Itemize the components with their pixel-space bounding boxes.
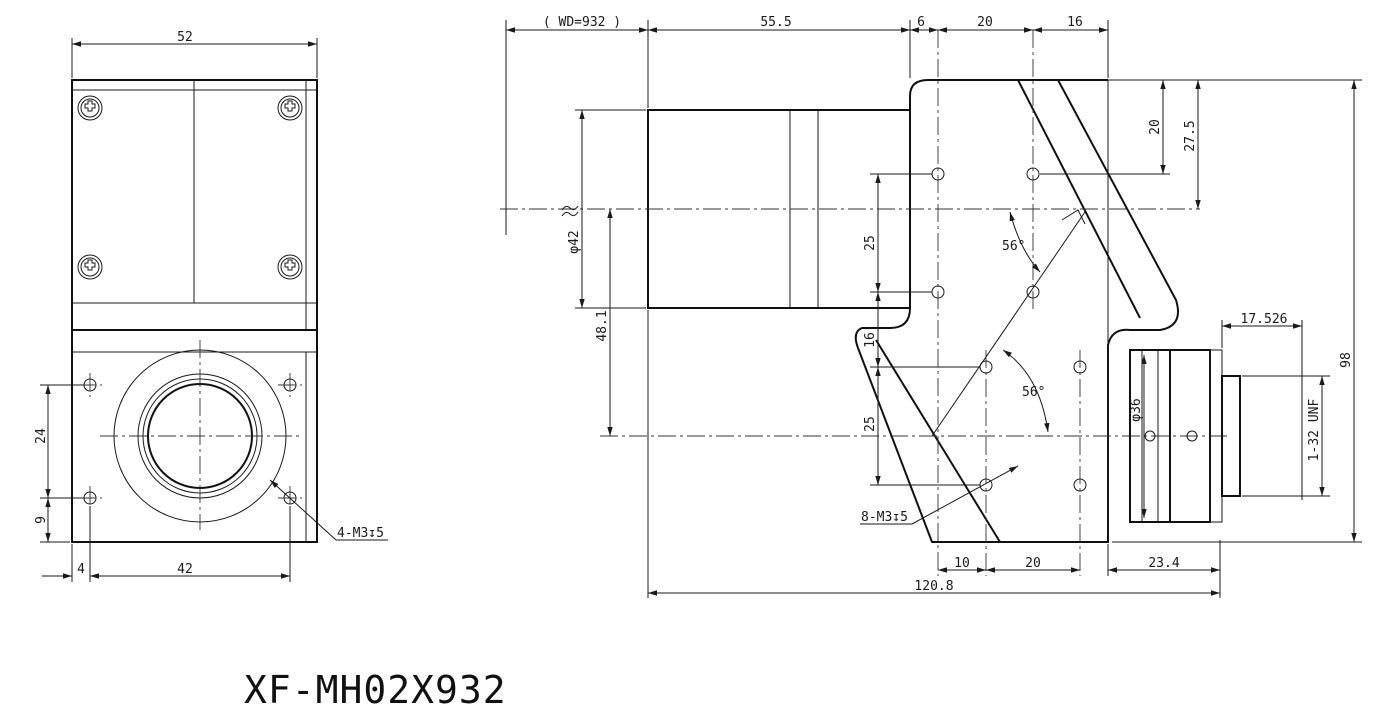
dim-v25-bot: 25 — [863, 416, 878, 432]
dim-bottom-20: 20 — [1025, 556, 1041, 571]
model-title: XF-MH02X932 — [244, 668, 507, 712]
screw-icon — [277, 95, 303, 121]
dim-lens-length: 55.5 — [760, 15, 791, 30]
dim-wd: ( WD=932 ) — [543, 15, 621, 30]
dim-height-98: 98 — [1339, 352, 1354, 368]
break-icon — [561, 205, 579, 217]
side-view: ( WD=932 ) 55.5 6 20 16 φ42 48.1 25 16 2… — [500, 15, 1362, 598]
dim-angle-bot: 56° — [1022, 385, 1045, 400]
front-view: 52 24 9 4 42 4-M3↧5 — [34, 30, 388, 582]
dim-offset: 48.1 — [595, 310, 610, 341]
dim-spacing-b: 16 — [1067, 15, 1083, 30]
mirror-housing — [854, 79, 1179, 543]
dim-angle-top: 56° — [1002, 239, 1025, 254]
dim-top-20: 20 — [1148, 119, 1163, 135]
dim-v25-top: 25 — [863, 235, 878, 251]
dim-camera-dia: φ36 — [1129, 398, 1144, 421]
dim-gap: 6 — [917, 15, 925, 30]
dim-hole-spacing: 42 — [177, 562, 193, 577]
dim-mount-thread: 1-32 UNF — [1307, 399, 1322, 462]
mount-hole-icon — [931, 167, 1087, 492]
side-thread-note: 8-M3↧5 — [861, 510, 908, 525]
screw-icon — [77, 95, 103, 121]
dim-v16: 16 — [863, 332, 878, 348]
dim-left-offset: 4 — [77, 562, 85, 577]
dim-mount-17-526: 17.526 — [1241, 312, 1288, 327]
dim-total-length: 120.8 — [914, 579, 953, 594]
screw-icon — [77, 254, 103, 280]
dim-bottom-23-4: 23.4 — [1148, 556, 1179, 571]
front-thread-note: 4-M3↧5 — [337, 526, 384, 541]
dim-spacing-a: 20 — [977, 15, 993, 30]
dim-lens-dia: φ42 — [567, 230, 582, 253]
dim-height-a: 24 — [34, 428, 49, 444]
dim-height-b: 9 — [34, 516, 49, 524]
screw-icon — [277, 254, 303, 280]
dim-width: 52 — [177, 30, 193, 45]
dim-bottom-10: 10 — [954, 556, 970, 571]
dim-top-27-5: 27.5 — [1183, 120, 1198, 151]
mount-hole-icon — [78, 373, 302, 510]
